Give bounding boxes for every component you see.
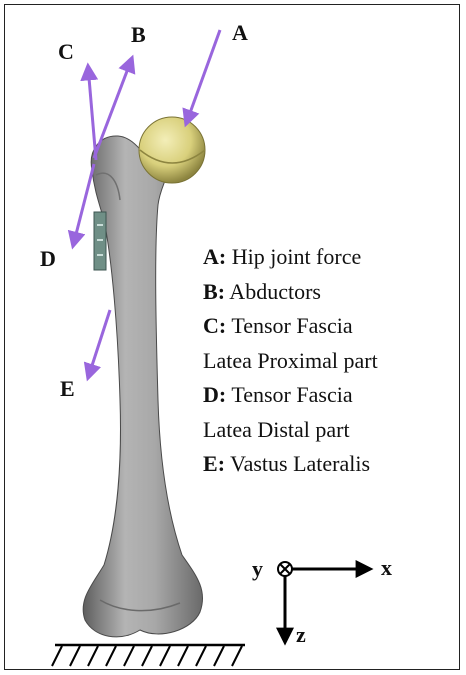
- implant-plate: [94, 212, 106, 270]
- axis-label-x: x: [381, 557, 392, 579]
- coordinate-axes: [278, 562, 370, 642]
- label-E: E: [60, 378, 75, 400]
- legend-row: B: Abductors: [203, 275, 378, 310]
- label-A: A: [232, 22, 248, 44]
- y-axis-out-of-page-symbol: [278, 562, 292, 576]
- ground-support: [52, 645, 245, 666]
- label-B: B: [131, 24, 146, 46]
- legend-row: Latea Distal part: [203, 413, 378, 448]
- legend-row: D: Tensor Fascia: [203, 378, 378, 413]
- femoral-head: [139, 117, 205, 183]
- arrow-E-vastus-lateralis: [88, 310, 110, 378]
- arrow-A-hip-joint-force: [186, 30, 220, 124]
- femur-bone: [83, 136, 202, 637]
- legend-row: A: Hip joint force: [203, 240, 378, 275]
- label-D: D: [40, 248, 56, 270]
- label-C: C: [58, 41, 74, 63]
- legend-row: C: Tensor Fascia: [203, 309, 378, 344]
- legend-row: E: Vastus Lateralis: [203, 447, 378, 482]
- axis-label-z: z: [296, 624, 306, 646]
- arrow-C-tfl-proximal: [88, 66, 96, 160]
- arrow-D-tfl-distal: [73, 164, 94, 246]
- legend-row: Latea Proximal part: [203, 344, 378, 379]
- axis-label-y: y: [252, 558, 263, 580]
- force-legend: A: Hip joint force B: Abductors C: Tenso…: [203, 240, 378, 482]
